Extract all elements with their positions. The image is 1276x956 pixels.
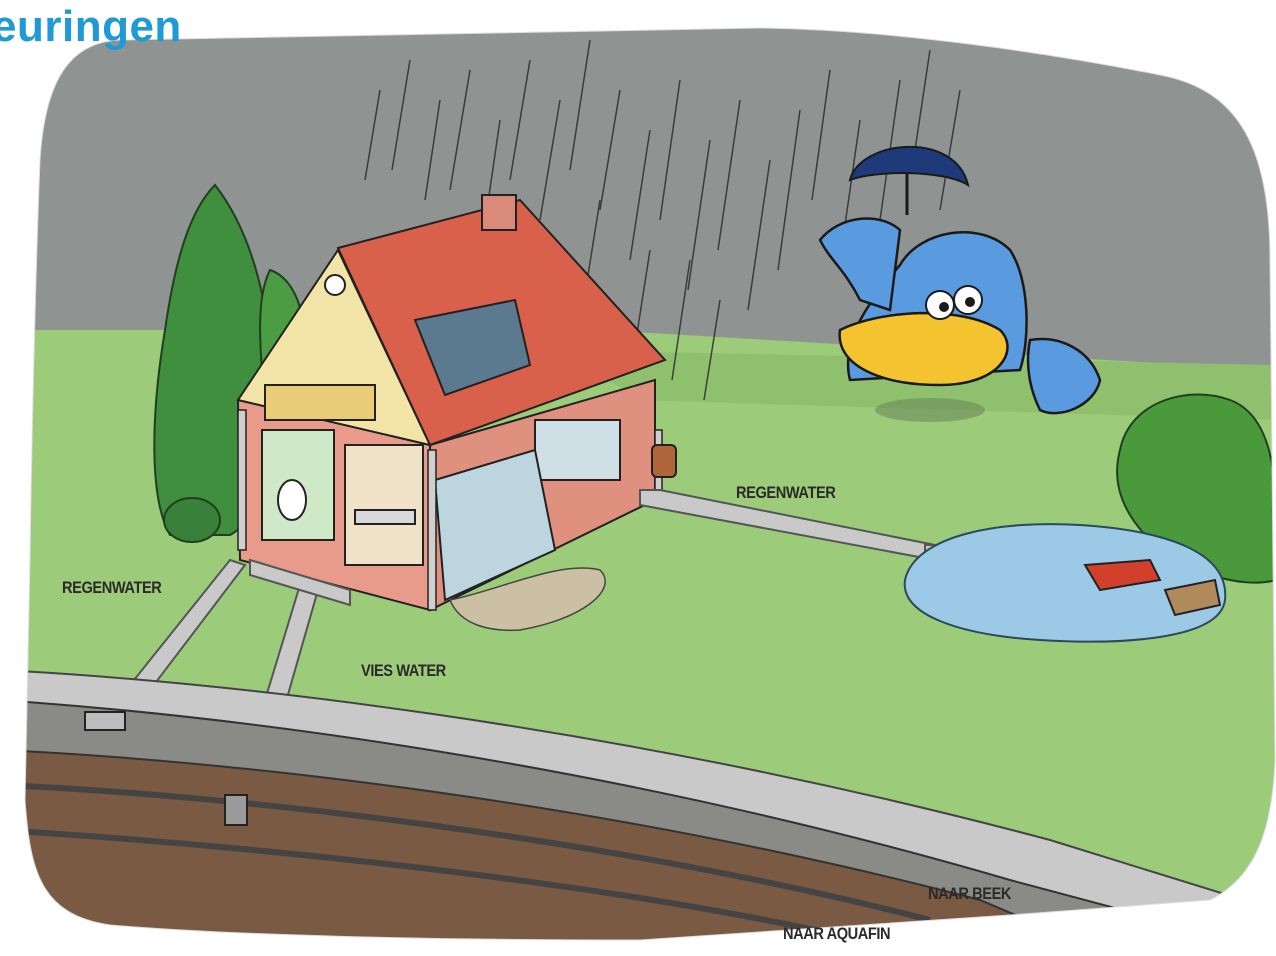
sink xyxy=(355,510,415,524)
label-naar-beek: NAAR BEEK xyxy=(928,884,1011,904)
bush xyxy=(164,498,220,542)
pond xyxy=(905,524,1226,642)
label-naar-aquafin: NAAR AQUAFIN xyxy=(783,924,890,944)
street-drain xyxy=(85,712,125,730)
connection-pipe xyxy=(225,795,247,825)
toilet xyxy=(278,480,306,520)
attic-window xyxy=(325,275,345,295)
mascot-shadow xyxy=(875,398,985,422)
page-title: euringen xyxy=(0,2,182,52)
bathtub xyxy=(265,385,375,420)
label-regenwater-right: REGENWATER xyxy=(736,483,835,503)
label-regenwater-left: REGENWATER xyxy=(62,578,161,598)
chimney xyxy=(482,195,516,230)
rain-barrel xyxy=(652,445,676,477)
side-window xyxy=(535,420,620,480)
label-vies-water: VIES WATER xyxy=(361,661,446,681)
kitchen-room xyxy=(345,445,423,565)
